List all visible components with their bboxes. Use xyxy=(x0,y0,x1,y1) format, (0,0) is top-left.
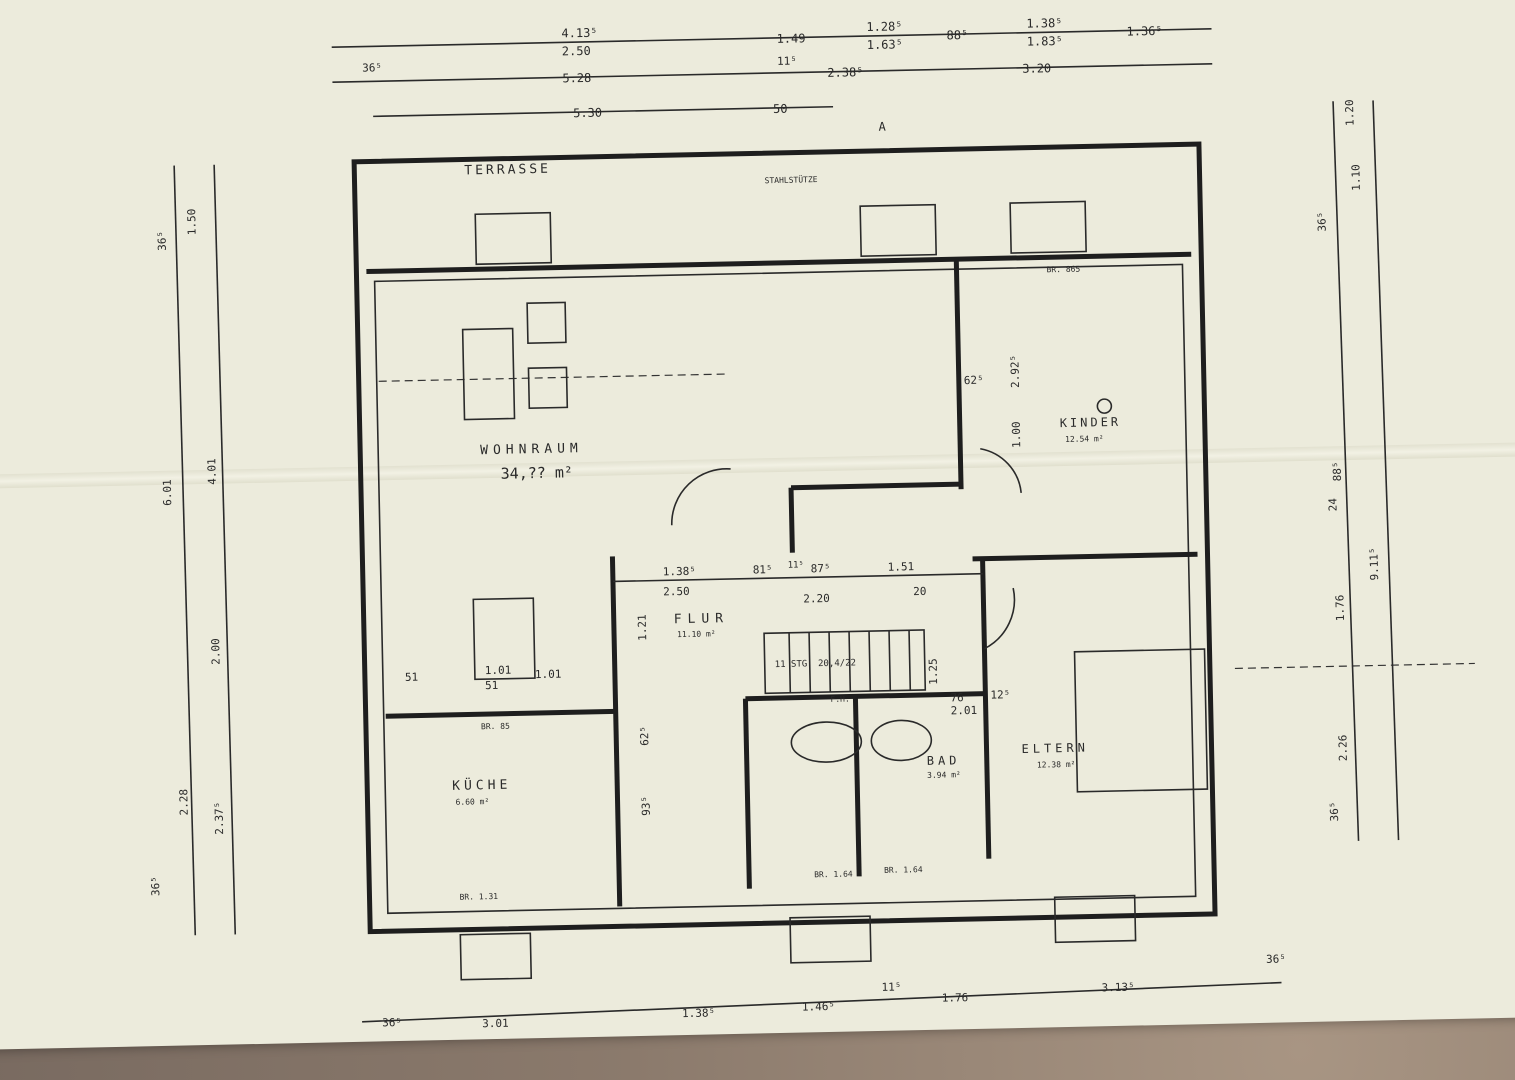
dim-interior: 12⁵ xyxy=(990,688,1010,701)
dim-interior: 93⁵ xyxy=(639,796,652,816)
stuetze-label: STAHLSTÜTZE xyxy=(764,174,817,185)
dim-interior: 20 xyxy=(913,585,927,598)
dim-interior: 2.20 xyxy=(803,592,830,606)
right-dimension-lines: 1.20 1.10 36⁵ 24 88⁵ 9.11⁵ 1.76 2.26 36⁵ xyxy=(1315,99,1400,841)
dim-interior: 51 xyxy=(405,671,419,684)
room-labels: TERRASSE STAHLSTÜTZE WOHNRAUM 34,?? m² K… xyxy=(452,120,1122,902)
top-dimension-lines: 4.13⁵ 2.50 1.49 1.28⁵ 1.63⁵ 88⁵ 1.38⁵ 1.… xyxy=(331,16,1213,121)
dim-interior: 1.00 xyxy=(1010,421,1024,448)
room-kueche: KÜCHE xyxy=(452,776,511,794)
dim-bottom: 1.46⁵ xyxy=(802,1000,835,1014)
section-mark: A xyxy=(878,120,886,134)
dim-right: 9.11⁵ xyxy=(1367,547,1381,580)
dim-left: 36⁵ xyxy=(156,231,169,251)
dim-interior: 87⁵ xyxy=(811,562,831,575)
room-eltern: ELTERN xyxy=(1021,741,1089,756)
dim-top: 1.36⁵ xyxy=(1126,24,1162,39)
dim-interior: 1.51 xyxy=(888,560,915,574)
fh-label: F.H. xyxy=(830,695,849,704)
room-flur: FLUR xyxy=(674,611,730,627)
dim-interior: 2.50 xyxy=(663,585,690,599)
dim-bottom: 36⁵ xyxy=(1266,952,1286,965)
dim-top: 3.20 xyxy=(1022,61,1051,76)
dim-left: 2.37⁵ xyxy=(212,801,226,834)
dim-bottom: 1.38⁵ xyxy=(682,1006,715,1020)
dim-right: 1.76 xyxy=(1333,595,1347,622)
stairs-label: 11 STG. 20,4/22 xyxy=(775,658,856,670)
dim-top: 4.13⁵ xyxy=(561,26,597,41)
walls xyxy=(351,141,1475,935)
dim-top: 5.30 xyxy=(573,106,602,121)
dim-top: 36⁵ xyxy=(362,61,382,74)
room-terrasse: TERRASSE xyxy=(464,162,551,179)
dim-left: 2.00 xyxy=(209,638,223,665)
furniture xyxy=(461,301,1209,793)
dim-top: 2.38⁵ xyxy=(827,65,863,80)
dim-interior: 1.38⁵ xyxy=(663,565,696,579)
room-eltern-area: 12.38 m² xyxy=(1037,760,1076,770)
dim-interior: 1.01 xyxy=(535,668,562,682)
room-kueche-area: 6.60 m² xyxy=(455,797,489,807)
dim-top: 50 xyxy=(773,102,788,116)
dim-top: 1.83⁵ xyxy=(1027,34,1063,49)
dim-top: 2.50 xyxy=(562,44,591,59)
dim-interior: 62⁵ xyxy=(638,726,651,746)
dim-bottom: 11⁵ xyxy=(881,981,901,994)
dim-top: 1.63⁵ xyxy=(867,37,903,52)
dim-right: 2.26 xyxy=(1336,735,1350,762)
dim-interior: 76 xyxy=(950,691,964,704)
room-wohnraum: WOHNRAUM xyxy=(480,441,583,458)
dim-interior: 1.01 xyxy=(485,664,512,678)
br-label: BR. 1.64 xyxy=(814,870,853,880)
room-kinder: KINDER xyxy=(1060,415,1122,430)
dim-interior: 2.92⁵ xyxy=(1008,355,1022,388)
dim-interior: 62⁵ xyxy=(964,374,984,387)
dim-left: 4.01 xyxy=(205,458,219,485)
dim-left: 2.28 xyxy=(177,789,191,816)
bottom-dimension-lines: 36⁵ 3.01 1.38⁵ 1.46⁵ 1.76 3.13⁵ 36⁵ 11⁵ xyxy=(362,952,1286,1031)
dim-left: 6.01 xyxy=(161,479,175,506)
windows xyxy=(459,200,1137,981)
br-label: BR. 1.64 xyxy=(884,865,923,875)
room-wohnraum-area: 34,?? m² xyxy=(500,463,573,483)
room-bad: BAD xyxy=(927,753,961,768)
dim-bottom: 1.76 xyxy=(942,991,969,1005)
interior-dimensions: 1.38⁵ 2.50 81⁵ 11⁵ 87⁵ 1.51 2.20 20 51 1… xyxy=(405,355,1024,816)
dim-bottom: 3.13⁵ xyxy=(1101,981,1134,995)
dim-right: 36⁵ xyxy=(1315,212,1328,232)
room-flur-area: 11.10 m² xyxy=(677,629,716,639)
dim-right: 88⁵ xyxy=(1331,461,1344,481)
dim-top: 1.49 xyxy=(776,31,805,46)
dim-interior: 51 xyxy=(485,679,499,692)
dim-top: 5.28 xyxy=(562,71,591,86)
dim-top: 1.28⁵ xyxy=(866,19,902,34)
dim-right: 36⁵ xyxy=(1328,801,1341,821)
dim-top: 1.38⁵ xyxy=(1026,16,1062,31)
dim-interior: 81⁵ xyxy=(753,563,773,576)
dim-right: 1.10 xyxy=(1349,164,1363,191)
floor-plan-sheet: 4.13⁵ 2.50 1.49 1.28⁵ 1.63⁵ 88⁵ 1.38⁵ 1.… xyxy=(0,0,1515,1050)
br-label: BR. 85 xyxy=(481,722,510,732)
dim-right: 24 xyxy=(1326,498,1339,512)
dim-left: 1.50 xyxy=(185,209,199,236)
staircase: 11 STG. 20,4/22 xyxy=(763,629,927,695)
dim-interior: 1.25 xyxy=(927,658,941,685)
dim-interior: 11⁵ xyxy=(788,560,804,570)
room-bad-area: 3.94 m² xyxy=(927,770,961,780)
br-label: BR. 865 xyxy=(1046,265,1080,275)
dim-top: 11⁵ xyxy=(777,54,797,67)
br-label: BR. 1.31 xyxy=(459,892,498,902)
dim-top: 88⁵ xyxy=(946,28,968,42)
dim-left: 36⁵ xyxy=(149,876,162,896)
dim-bottom: 36⁵ xyxy=(382,1016,402,1029)
room-kinder-area: 12.54 m² xyxy=(1065,434,1104,444)
dim-interior: 2.01 xyxy=(951,704,978,718)
floor-plan-drawing: 4.13⁵ 2.50 1.49 1.28⁵ 1.63⁵ 88⁵ 1.38⁵ 1.… xyxy=(149,16,1475,1031)
left-dimension-lines: 36⁵ 1.50 6.01 4.01 2.00 2.28 2.37⁵ 36⁵ xyxy=(149,164,237,936)
dim-right: 1.20 xyxy=(1343,99,1357,126)
dim-bottom: 3.01 xyxy=(482,1017,509,1031)
dim-interior: 1.21 xyxy=(636,614,650,641)
